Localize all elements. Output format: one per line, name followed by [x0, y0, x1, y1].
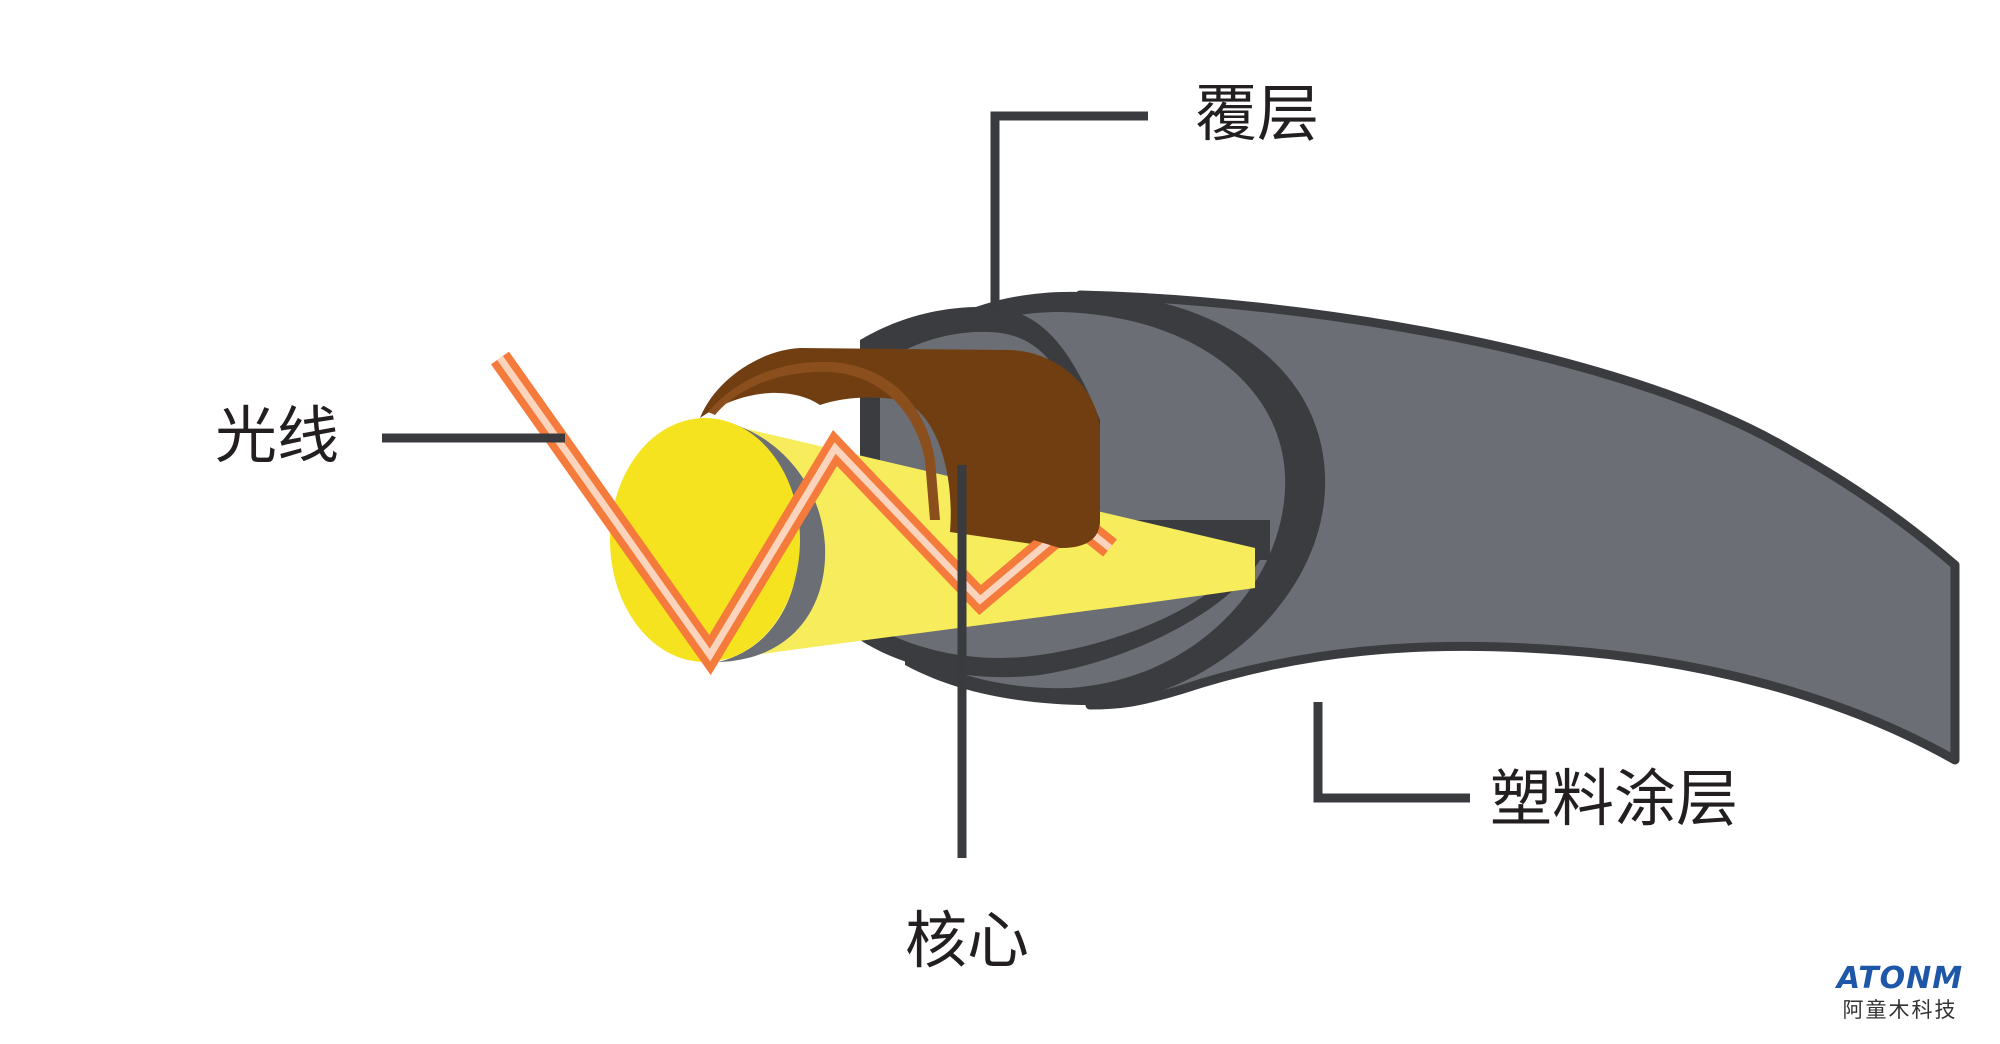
- cladding-tube: [700, 348, 1100, 548]
- label-cladding: 覆层: [1195, 77, 1319, 150]
- brand-name: ATONM: [1836, 961, 1964, 996]
- cladding-tube-overlap: [1000, 500, 1100, 548]
- leader-plastic-coating: [1313, 702, 1470, 803]
- core-body: [700, 418, 1255, 660]
- label-plastic-coating: 塑料涂层: [1490, 762, 1738, 835]
- leader-cladding: [990, 111, 1148, 310]
- core-cut-ring: [700, 418, 826, 662]
- label-core: 核心: [905, 904, 1029, 977]
- brand-subtitle: 阿童木科技: [1842, 998, 1958, 1022]
- label-light-ray: 光线: [215, 399, 339, 472]
- brand-logo: ATONM 阿童木科技: [1830, 962, 1970, 1024]
